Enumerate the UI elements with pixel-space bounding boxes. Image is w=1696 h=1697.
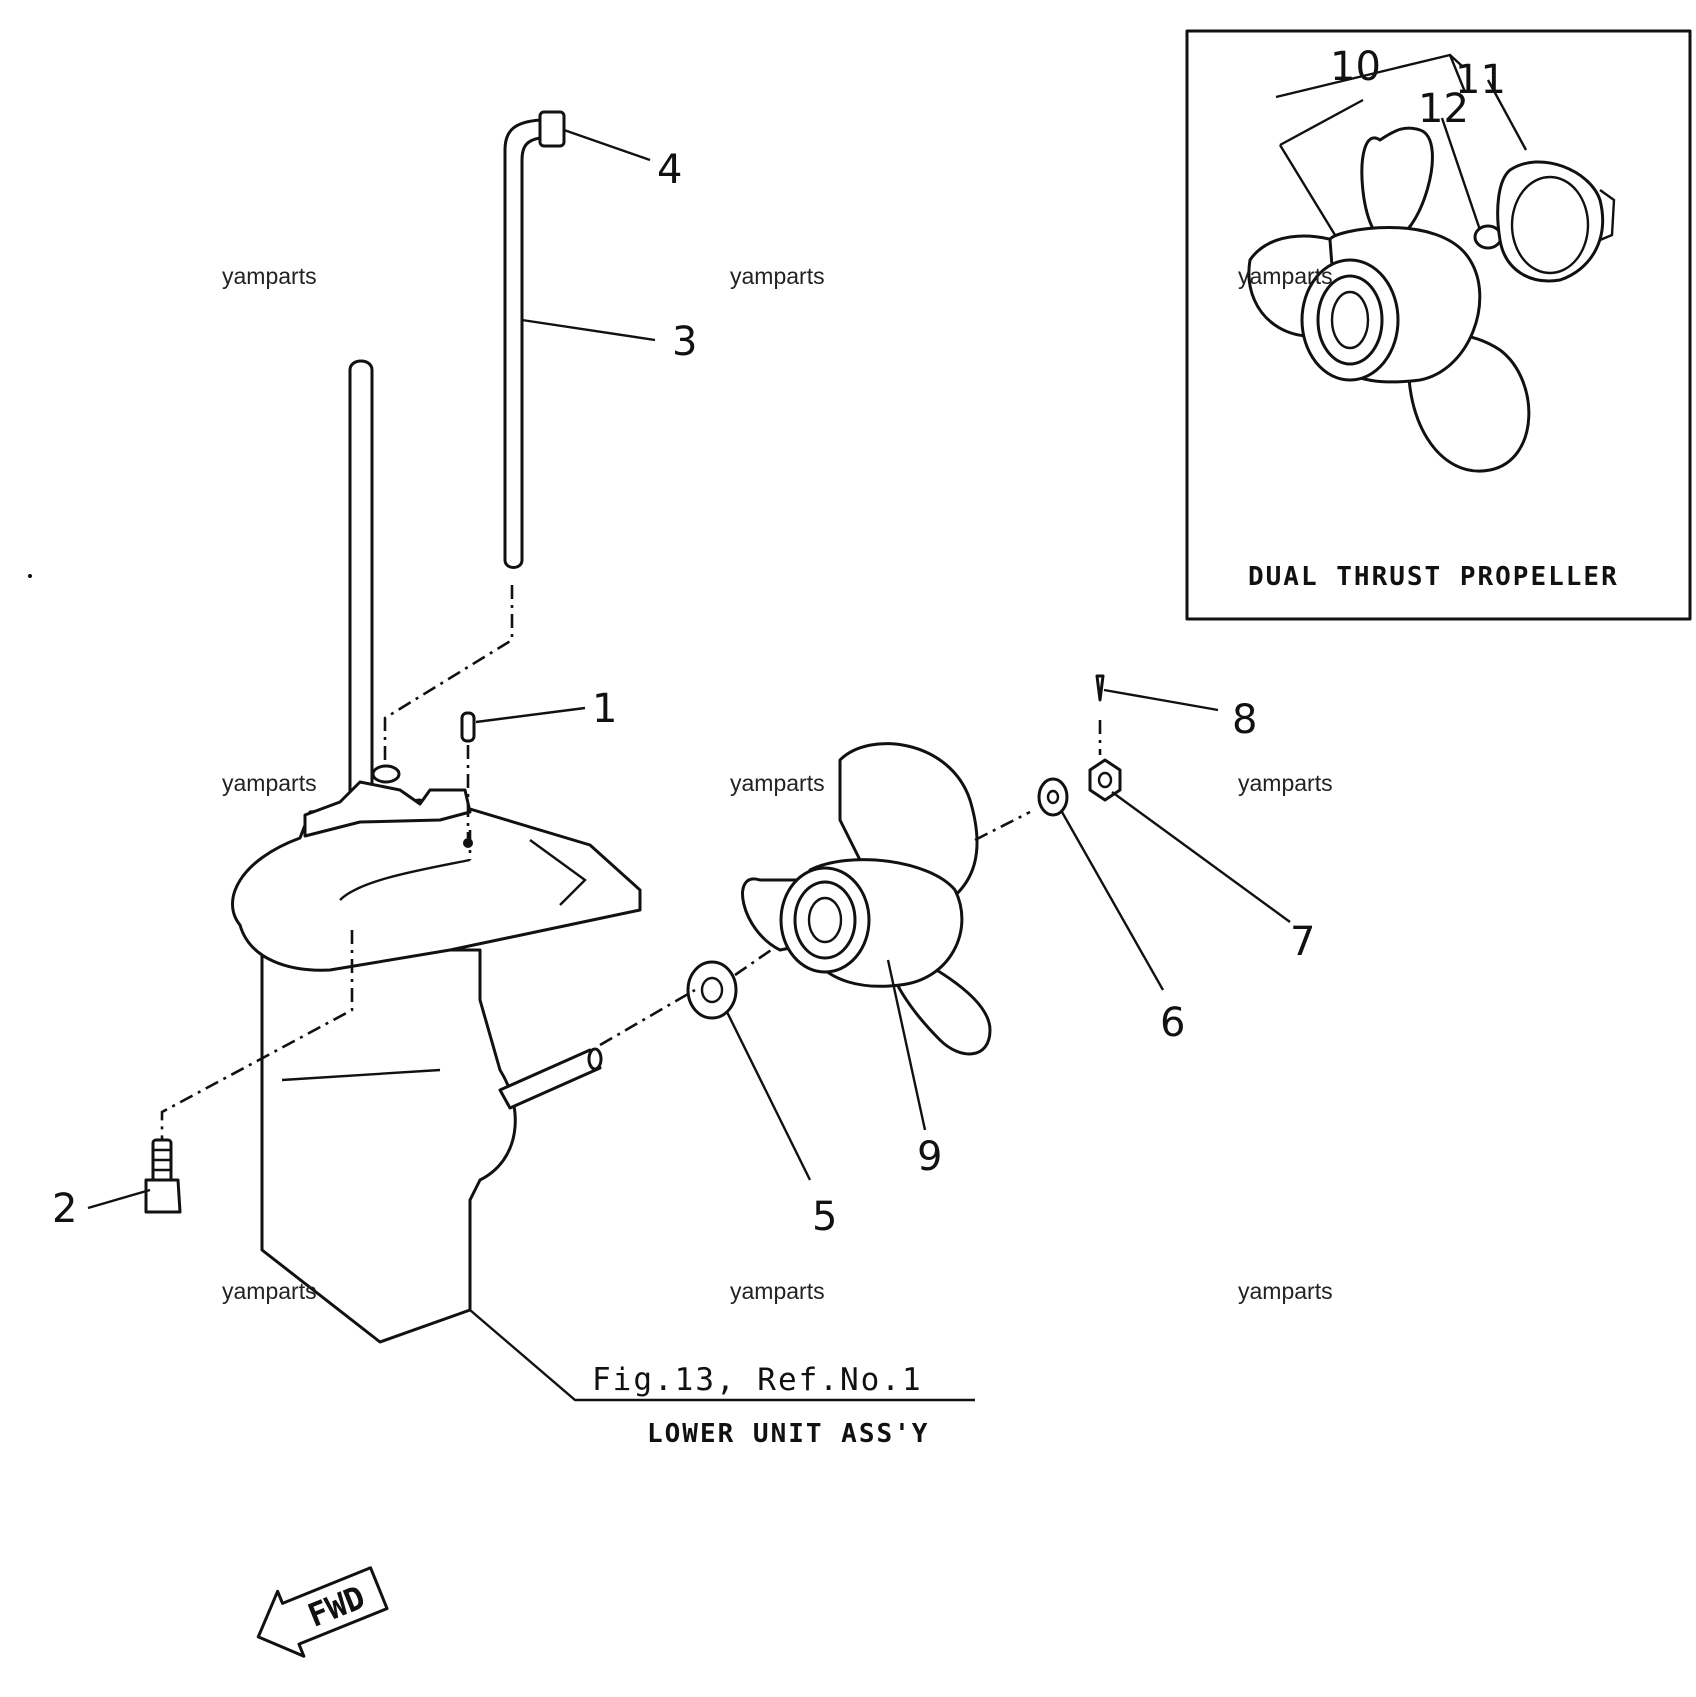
reference-fig: Fig.13, Ref.No.1	[592, 1362, 923, 1398]
reference-note: Fig.13, Ref.No.1 LOWER UNIT ASS'Y	[469, 1309, 975, 1449]
inset-dual-thrust-propeller: 10 11 12 DUAL THRUST PROPELLER	[1185, 29, 1692, 621]
watermark: yamparts	[1238, 770, 1333, 796]
nut-part-7	[1088, 758, 1122, 802]
washer-part-6	[1037, 777, 1069, 817]
callout-11: 11	[1455, 57, 1506, 103]
reference-leader	[469, 1309, 975, 1402]
callout-4: 4	[657, 147, 682, 193]
guide-line-bolt	[160, 930, 354, 1140]
inset-caption: DUAL THRUST PROPELLER	[1248, 562, 1619, 592]
callout-2: 2	[52, 1186, 77, 1232]
reference-assembly: LOWER UNIT ASS'Y	[647, 1419, 929, 1449]
callout-5: 5	[812, 1194, 837, 1240]
callout-7: 7	[1290, 919, 1315, 965]
leader-9	[886, 959, 927, 1131]
cavitation-plate-edge	[339, 858, 471, 901]
fwd-direction-arrow: FWD	[256, 1566, 389, 1658]
cotter-pin-part-8	[1095, 674, 1105, 702]
callout-3: 3	[672, 319, 697, 365]
callout-9: 9	[917, 1134, 942, 1180]
watermark: yamparts	[222, 770, 317, 796]
leader-3	[521, 318, 656, 342]
watermark: yamparts	[730, 263, 825, 289]
watermark: yamparts	[730, 1278, 825, 1304]
guide-line-prop	[974, 810, 1031, 842]
propeller-part-9	[741, 742, 992, 1056]
callout-6: 6	[1160, 1000, 1185, 1046]
stray-dot	[28, 574, 32, 578]
callout-10: 10	[1330, 44, 1381, 90]
leader-2	[87, 1188, 151, 1210]
leader-8	[1103, 688, 1219, 712]
watermark: yamparts	[1238, 1278, 1333, 1304]
inset-frame	[1185, 29, 1692, 621]
leader-6	[1060, 811, 1165, 991]
callout-12: 12	[1418, 86, 1469, 132]
dual-thrust-propeller-part	[1247, 126, 1616, 473]
watermark: yamparts	[222, 1278, 317, 1304]
guide-line-tube	[383, 585, 514, 770]
watermark: yamparts	[222, 263, 317, 289]
bolt-part-2	[144, 1138, 182, 1214]
watermark: yamparts	[1238, 263, 1333, 289]
leader-4	[563, 128, 651, 162]
leader-7	[1111, 791, 1291, 923]
leader-1	[475, 706, 586, 724]
callout-1: 1	[592, 686, 617, 732]
water-tube-part-3	[503, 118, 552, 569]
watermarks: yamparts yamparts yamparts yamparts yamp…	[222, 263, 1333, 1304]
watermark: yamparts	[730, 770, 825, 796]
lower-unit-assembly	[231, 764, 642, 1344]
dowel-pin-part-1	[460, 711, 476, 848]
leader-5	[725, 1011, 812, 1181]
callout-8: 8	[1232, 697, 1257, 743]
grommet-part-4	[538, 110, 566, 148]
drive-shaft	[348, 359, 374, 802]
spacer-part-5	[686, 960, 738, 1020]
